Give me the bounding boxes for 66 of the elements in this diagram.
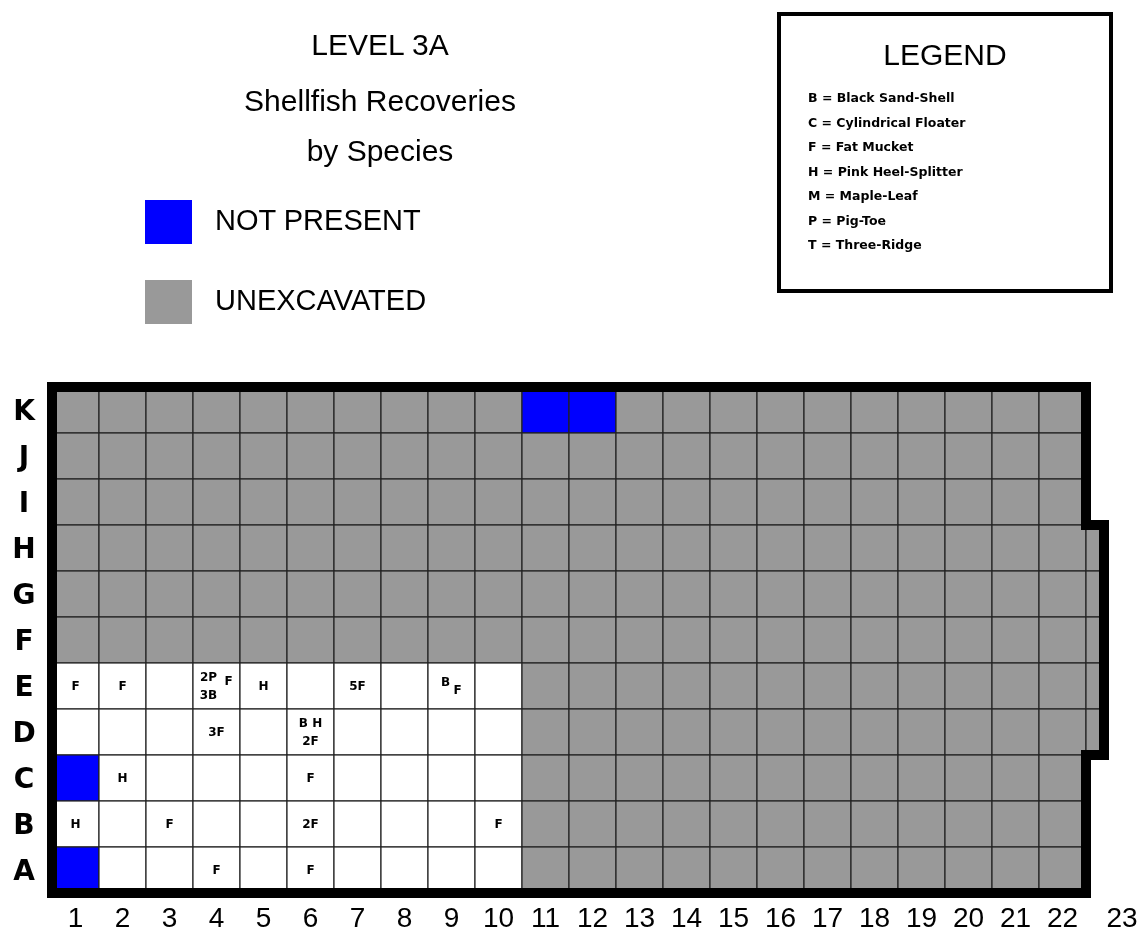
legend-text: F = Fat Mucket (808, 141, 914, 154)
column-label: 13 (623, 904, 656, 932)
cell-annotation: F (306, 864, 315, 876)
cell-annotation: 2F (302, 735, 319, 747)
legend-text: M = Maple-Leaf (808, 190, 918, 203)
cell-annotation: 3B (199, 689, 218, 701)
column-label: 16 (764, 904, 797, 932)
row-label: H (12, 535, 36, 563)
row-label: A (13, 857, 35, 885)
column-label: 8 (396, 904, 413, 932)
cell-annotation: F (71, 680, 80, 692)
column-label: 21 (999, 904, 1032, 932)
legend-text: H = Pink Heel-Splitter (808, 165, 963, 178)
column-label: 7 (349, 904, 366, 932)
column-label: 14 (670, 904, 703, 932)
row-label: B (13, 811, 35, 839)
cell-annotation: F (118, 680, 127, 692)
row-label: K (13, 397, 35, 425)
cell-annotation: 2P (199, 671, 218, 683)
legend-text: B = Black Sand-Shell (808, 92, 955, 105)
column-label: 23 (1106, 904, 1138, 932)
legend-text: T = Three-Ridge (808, 239, 922, 252)
column-label: 12 (576, 904, 609, 932)
row-label: J (18, 443, 30, 471)
chart-title: Shellfish Recoveries by Species (243, 83, 517, 169)
column-label: 20 (952, 904, 985, 932)
column-label: 15 (717, 904, 750, 932)
column-label: 6 (302, 904, 319, 932)
row-label: C (13, 765, 35, 793)
column-label: 3 (161, 904, 178, 932)
cell-annotation: F (494, 818, 503, 830)
column-label: 1 (67, 904, 84, 932)
column-label: 11 (530, 904, 561, 932)
cell-annotation: 2F (302, 818, 319, 830)
column-label: 10 (482, 904, 515, 932)
cell-annotation: F (165, 818, 174, 830)
column-label: 2 (114, 904, 131, 932)
column-label: 9 (443, 904, 460, 932)
column-label: 19 (905, 904, 938, 932)
cell-annotation: H (117, 772, 128, 784)
row-label: E (14, 673, 34, 701)
column-label: 5 (255, 904, 272, 932)
cell-annotation: B (440, 676, 451, 688)
cell-annotation: H (70, 818, 81, 830)
legend-text: P = Pig-Toe (808, 214, 886, 227)
row-label: F (14, 627, 34, 655)
row-label: I (18, 489, 30, 517)
column-label: 17 (811, 904, 844, 932)
legend-text: C = Cylindrical Floater (808, 116, 966, 129)
column-label: 18 (858, 904, 891, 932)
level-label: LEVEL 3A (311, 30, 449, 60)
cell-annotation: B H (298, 717, 323, 729)
legend-heading: LEGEND (883, 40, 1007, 70)
cell-annotation: 5F (349, 680, 366, 692)
cell-annotation: 3F (208, 726, 225, 738)
cell-annotation: F (453, 684, 462, 696)
row-label: D (12, 719, 36, 747)
legend-text: NOT PRESENT (215, 206, 421, 235)
cell-annotation: F (224, 675, 233, 687)
cell-annotation: F (212, 864, 221, 876)
column-label: 4 (208, 904, 225, 932)
cell-annotation: F (306, 772, 315, 784)
row-label: G (12, 581, 36, 609)
cell-annotation: H (258, 680, 269, 692)
legend-text: UNEXCAVATED (215, 286, 427, 315)
column-label: 22 (1046, 904, 1079, 932)
